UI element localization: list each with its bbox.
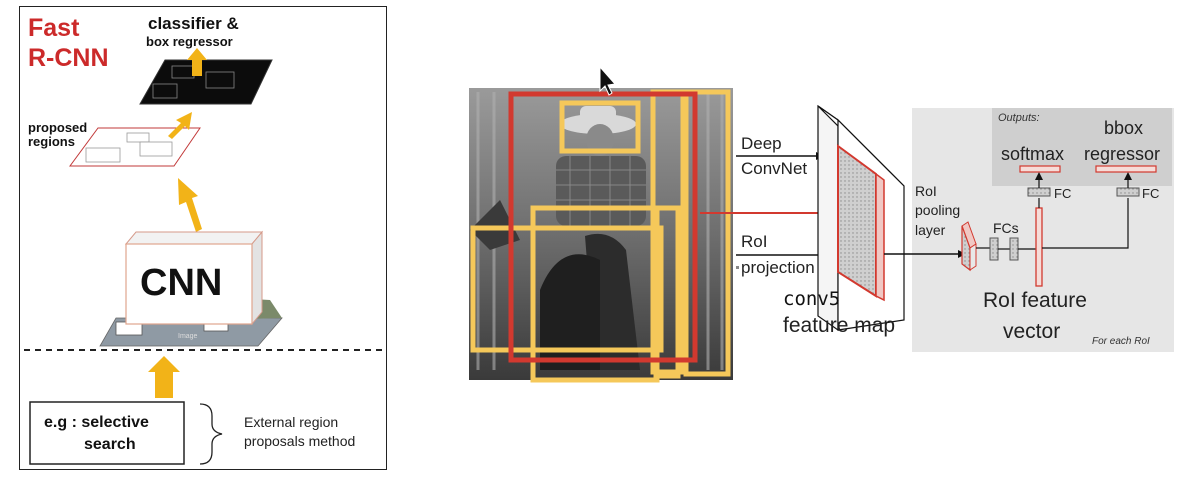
cnn-box-top (124, 231, 264, 245)
arrow-cnn-up (178, 178, 202, 232)
deep-convnet-line2: ConvNet (741, 159, 808, 178)
cnn-box (125, 243, 253, 325)
arrow-method-up (148, 356, 180, 398)
roi-projection-line1: RoI (741, 232, 768, 251)
outputs-panel (992, 108, 1172, 186)
plate-roi-3 (152, 83, 178, 99)
roi-feature-vector-bar (1035, 207, 1043, 287)
title-line2: R-CNN (28, 44, 109, 72)
outputs-label: Outputs: (998, 112, 1040, 124)
fc-bbox (1116, 187, 1140, 197)
cnn-box-side (251, 230, 263, 326)
proposal-box-1 (126, 132, 150, 143)
mouse-cursor-icon (599, 65, 616, 96)
roi-pooling-line3: layer (915, 222, 946, 238)
arrow-proposed-up (168, 112, 192, 139)
bbox-output-bar (1095, 165, 1157, 173)
external-line1: External region (244, 414, 339, 430)
deep-convnet-line1: Deep (741, 134, 782, 153)
fc1-label: FC (1054, 186, 1072, 201)
method-box (29, 401, 185, 465)
conv5-label: conv5 (783, 288, 841, 310)
fc2-label: FC (1142, 186, 1160, 201)
feature-map (817, 104, 905, 332)
softmax-output-bar (1019, 165, 1061, 173)
plate-roi-2 (205, 71, 235, 89)
proposal-box-3 (85, 147, 121, 163)
image-label: Image (178, 333, 198, 340)
method-box-line2: search (84, 436, 136, 453)
brace (199, 403, 223, 465)
roi-vector-line1: RoI feature (983, 289, 1087, 312)
bbox-branch-line (1042, 198, 1129, 249)
fcs-label: FCs (993, 220, 1019, 236)
proposed-label-line2: regions (28, 134, 75, 149)
title-line1: Fast (28, 14, 80, 42)
fc-softmax (1027, 187, 1051, 197)
external-line2: proposals method (244, 433, 356, 449)
bbox-label-line2: regressor (1084, 144, 1161, 164)
roi-pooling-line1: RoI (915, 183, 937, 199)
selected-roi-box (508, 91, 698, 363)
bbox-label-line1: bbox (1104, 118, 1144, 138)
classifier-label-line1: classifier & (148, 14, 239, 33)
feature-map-label: feature map (783, 314, 896, 337)
arrow-plate-up (187, 48, 207, 76)
cnn-label: CNN (140, 262, 223, 304)
roi-pooling-line2: pooling (915, 202, 961, 218)
fc-layer-1 (989, 237, 999, 261)
tick-mark (736, 266, 739, 269)
method-box-line1: e.g : selective (44, 414, 149, 431)
proposal-box-2 (139, 141, 173, 157)
roi-pooling-cube (961, 221, 977, 272)
softmax-label: softmax (1001, 144, 1065, 164)
proposed-label-line1: proposed (28, 120, 88, 135)
roi-projection-line2: projection (741, 258, 815, 277)
classifier-label-line2: box regressor (146, 34, 233, 49)
for-each-roi-label: For each RoI (1092, 336, 1150, 347)
roi-vector-line2: vector (1003, 320, 1061, 343)
fc-layer-2 (1009, 237, 1019, 261)
